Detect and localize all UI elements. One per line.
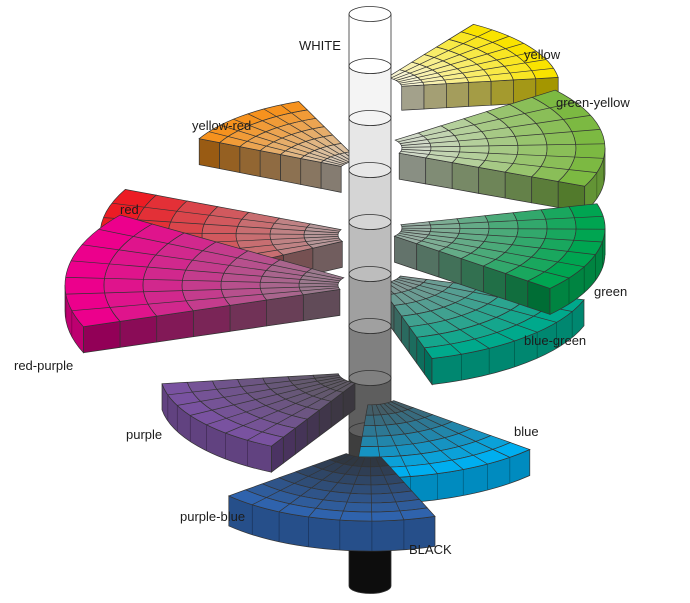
label-yellow-red: yellow-red [192,118,252,133]
label-red: red [120,202,139,217]
wedge-green-yellow [394,89,606,213]
label-blue: blue [514,424,539,439]
wedge-blue-green [378,275,585,386]
wedge-purple-blue [227,453,436,552]
label-green: green [594,284,628,299]
wedge-yellow-red [198,101,359,193]
wedge-green [393,203,606,315]
wedge-purple [161,373,356,473]
label-black: BLACK [409,542,452,557]
label-purple: purple [126,427,163,442]
label-blue-green: blue-green [524,333,587,348]
label-red-purple: red-purple [14,358,74,373]
label-yellow: yellow [524,47,561,62]
wedge-red-purple [64,214,345,354]
label-white: WHITE [299,38,341,53]
label-purple-blue: purple-blue [180,509,246,524]
label-green-yellow: green-yellow [556,95,630,110]
